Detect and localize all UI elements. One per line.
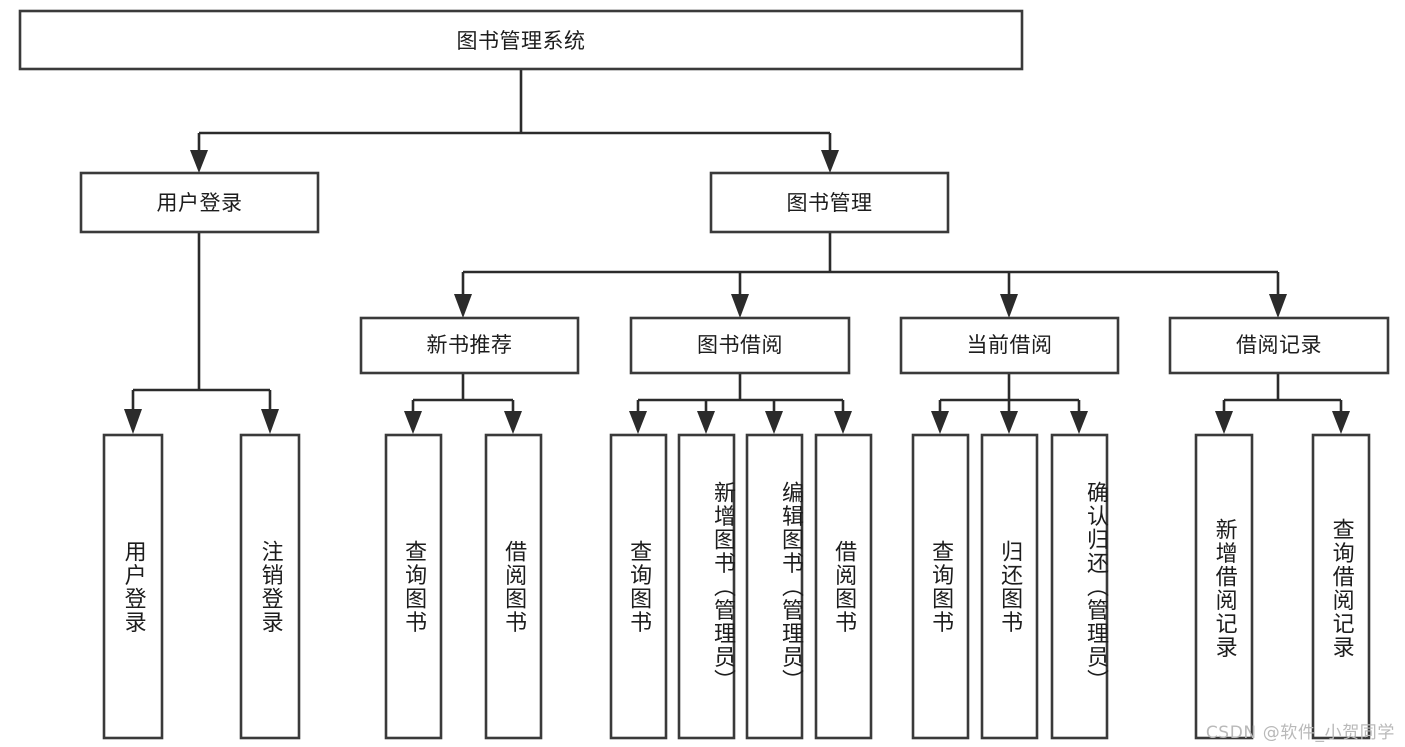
arrow-to-leaf-query-book-1: [404, 411, 422, 434]
node-user-login[interactable]: 用户登录: [79, 171, 320, 234]
connector-borrowrecord-to-leaves: [1215, 373, 1350, 434]
leaf-box-confirm-return[interactable]: [1050, 433, 1109, 740]
arrow-to-leaf-query-borrow-record: [1332, 411, 1350, 434]
leaf-box-logout-login[interactable]: [239, 433, 301, 740]
leaf-boxes: [102, 433, 1371, 740]
connector-bookborrow-to-leaves: [629, 373, 852, 434]
borrow-record-label: 借阅记录: [1236, 333, 1322, 357]
borrow-record-box[interactable]: [1168, 316, 1390, 375]
connector-currentborrow-to-leaves: [931, 373, 1088, 434]
node-book-management[interactable]: 图书管理: [709, 171, 950, 234]
book-management-box[interactable]: [709, 171, 950, 234]
arrow-to-current-borrow: [1000, 294, 1018, 318]
book-management-label: 图书管理: [787, 191, 873, 215]
connector-root-to-level2: [190, 69, 839, 173]
arrow-to-new-book-recommend: [454, 294, 472, 318]
leaf-box-query-book-2[interactable]: [609, 433, 668, 740]
book-borrow-label: 图书借阅: [697, 333, 783, 357]
connector-bookmanagement-to-level3: [454, 232, 1287, 318]
new-book-recommend-box[interactable]: [359, 316, 580, 375]
arrow-to-leaf-add-borrow-record: [1215, 411, 1233, 434]
arrow-to-leaf-add-book: [697, 411, 715, 434]
leaf-box-borrow-book-2[interactable]: [814, 433, 873, 740]
arrow-to-borrow-record: [1269, 294, 1287, 318]
leaf-box-query-borrow-record[interactable]: [1311, 433, 1371, 740]
arrow-to-leaf-query-book-3: [931, 411, 949, 434]
arrow-to-leaf-return-book: [1000, 411, 1018, 434]
csdn-watermark: CSDN @软件_小贺同学: [1205, 723, 1395, 743]
current-borrow-box[interactable]: [899, 316, 1120, 375]
node-new-book-recommend[interactable]: 新书推荐: [359, 316, 580, 375]
arrow-to-leaf-logout-login: [261, 409, 279, 434]
leaf-box-return-book[interactable]: [980, 433, 1039, 740]
user-login-box[interactable]: [79, 171, 320, 234]
arrow-to-leaf-borrow-book-1: [504, 411, 522, 434]
arrow-to-leaf-confirm-return: [1070, 411, 1088, 434]
node-current-borrow[interactable]: 当前借阅: [899, 316, 1120, 375]
leaf-box-query-book-3[interactable]: [911, 433, 970, 740]
node-book-borrow[interactable]: 图书借阅: [629, 316, 851, 375]
leaf-box-query-book-1[interactable]: [384, 433, 443, 740]
leaf-box-edit-book[interactable]: [745, 433, 804, 740]
arrow-to-leaf-edit-book: [765, 411, 783, 434]
root-label: 图书管理系统: [457, 29, 586, 53]
node-borrow-record[interactable]: 借阅记录: [1168, 316, 1390, 375]
arrow-to-user-login: [190, 150, 208, 173]
arrow-to-book-management: [821, 150, 839, 173]
leaf-box-add-borrow-record[interactable]: [1194, 433, 1254, 740]
current-borrow-label: 当前借阅: [967, 333, 1053, 357]
new-book-recommend-label: 新书推荐: [427, 333, 513, 357]
leaf-box-borrow-book-1[interactable]: [484, 433, 543, 740]
leaf-box-add-book[interactable]: [677, 433, 736, 740]
root-box[interactable]: [18, 9, 1024, 71]
arrow-to-leaf-query-book-2: [629, 411, 647, 434]
connector-newbook-to-leaves: [404, 373, 522, 434]
arrow-to-book-borrow: [731, 294, 749, 318]
book-borrow-box[interactable]: [629, 316, 851, 375]
node-root-system[interactable]: 图书管理系统: [18, 9, 1024, 71]
user-login-label: 用户登录: [157, 191, 243, 215]
leaf-box-user-login[interactable]: [102, 433, 164, 740]
connector-userlogin-to-leaves: [124, 232, 279, 434]
arrow-to-leaf-borrow-book-2: [834, 411, 852, 434]
arrow-to-leaf-user-login: [124, 409, 142, 434]
